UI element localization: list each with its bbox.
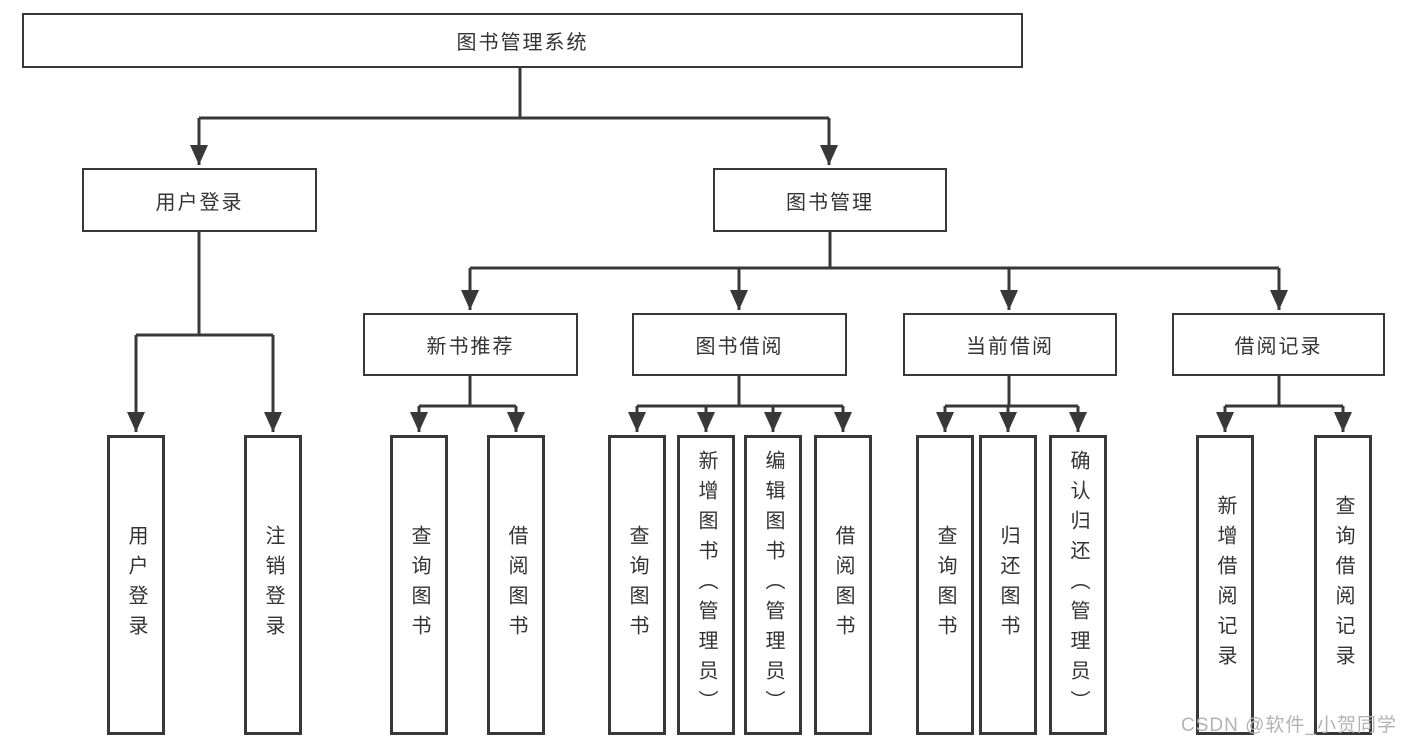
- leaf-borrow-books-2: 借阅图书: [814, 435, 872, 735]
- leaf-logout: 注销登录: [244, 435, 302, 735]
- node-book-management: 图书管理: [713, 168, 947, 232]
- leaf-label: 查询图书: [934, 525, 956, 645]
- leaf-return-books: 归还图书: [979, 435, 1037, 735]
- node-root-library-management-system: 图书管理系统: [22, 13, 1023, 68]
- leaf-label: 新增图书（管理员）: [695, 450, 717, 720]
- leaf-label: 查询图书: [626, 525, 648, 645]
- leaf-label: 确认归还（管理员）: [1067, 450, 1089, 720]
- csdn-watermark: CSDN @软件_小贺同学: [1181, 715, 1397, 736]
- leaf-label: 注销登录: [262, 525, 284, 645]
- leaf-add-borrow-record: 新增借阅记录: [1196, 435, 1254, 735]
- node-current-borrowing: 当前借阅: [903, 313, 1117, 376]
- node-borrowing-records: 借阅记录: [1172, 313, 1385, 376]
- node-user-login: 用户登录: [82, 168, 317, 232]
- leaf-user-login: 用户登录: [107, 435, 165, 735]
- leaf-query-borrow-record: 查询借阅记录: [1314, 435, 1372, 735]
- leaf-confirm-return-admin: 确认归还（管理员）: [1049, 435, 1107, 735]
- leaf-edit-books-admin: 编辑图书（管理员）: [744, 435, 802, 735]
- leaf-label: 归还图书: [997, 525, 1019, 645]
- leaf-add-books-admin: 新增图书（管理员）: [677, 435, 735, 735]
- leaf-label: 用户登录: [125, 525, 147, 645]
- leaf-label: 查询借阅记录: [1332, 495, 1354, 675]
- leaf-label: 查询图书: [408, 525, 430, 645]
- leaf-query-books-1: 查询图书: [390, 435, 448, 735]
- node-new-book-recommendation: 新书推荐: [363, 313, 578, 376]
- leaf-query-books-3: 查询图书: [916, 435, 974, 735]
- leaf-label: 新增借阅记录: [1214, 495, 1236, 675]
- leaf-label: 借阅图书: [505, 525, 527, 645]
- node-book-borrowing: 图书借阅: [632, 313, 847, 376]
- leaf-borrow-books-1: 借阅图书: [487, 435, 545, 735]
- leaf-query-books-2: 查询图书: [608, 435, 666, 735]
- leaf-label: 借阅图书: [832, 525, 854, 645]
- leaf-label: 编辑图书（管理员）: [762, 450, 784, 720]
